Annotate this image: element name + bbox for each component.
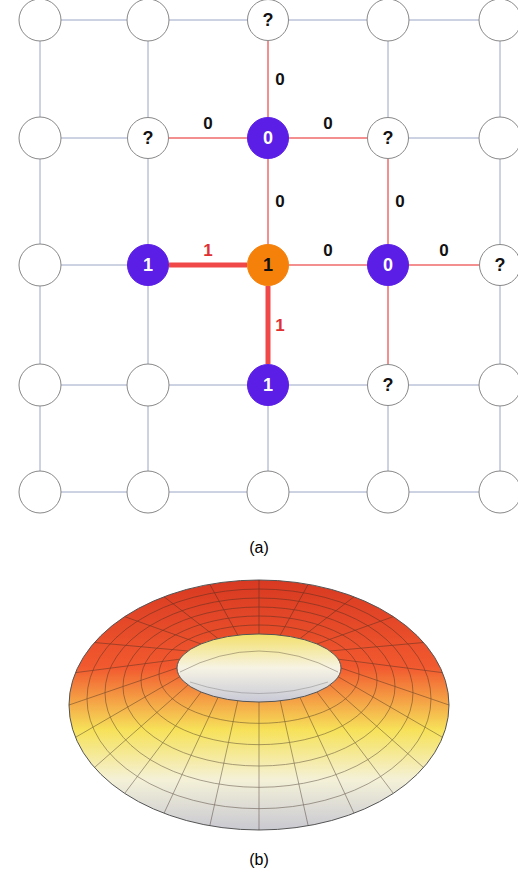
node-value: ? bbox=[495, 256, 506, 274]
node-value: ? bbox=[143, 129, 154, 147]
node-value: ? bbox=[263, 11, 274, 29]
edge-weight: 0 bbox=[321, 114, 334, 133]
subfigure-label: (a) bbox=[249, 540, 269, 556]
grid-edge bbox=[387, 286, 389, 364]
edge-weight: 0 bbox=[393, 192, 406, 211]
edge-weight: 0 bbox=[201, 114, 214, 133]
edge-weight: 1 bbox=[201, 241, 214, 260]
torus bbox=[69, 580, 449, 830]
grid-edge bbox=[169, 137, 247, 139]
unknown-node: ? bbox=[367, 364, 409, 406]
grid-circles bbox=[19, 0, 518, 513]
grid-lines bbox=[40, 20, 500, 492]
value-node: 1 bbox=[247, 364, 289, 406]
edge-weight: 0 bbox=[273, 70, 286, 89]
grid-edge bbox=[267, 41, 269, 117]
subfigure-label: (b) bbox=[249, 852, 269, 868]
value-node: 0 bbox=[367, 244, 409, 286]
grid-edge bbox=[387, 159, 389, 244]
grid-edge bbox=[289, 137, 367, 139]
grid-edge bbox=[169, 263, 247, 268]
value-node: 1 bbox=[127, 244, 169, 286]
grid-edge bbox=[266, 286, 271, 364]
edge-weight: 0 bbox=[321, 241, 334, 260]
value-node: 1 bbox=[247, 244, 289, 286]
grid-edge bbox=[289, 385, 367, 386]
node-value: 1 bbox=[263, 376, 273, 394]
node-value: 0 bbox=[263, 129, 273, 147]
node-value: 1 bbox=[143, 256, 153, 274]
grid-edge bbox=[267, 159, 269, 244]
edge-weight: 0 bbox=[273, 192, 286, 211]
grid-edge bbox=[289, 264, 367, 266]
value-node: 0 bbox=[247, 117, 289, 159]
unknown-node: ? bbox=[367, 117, 409, 159]
edge-weight: 0 bbox=[437, 241, 450, 260]
unknown-node: ? bbox=[479, 244, 518, 286]
unknown-node: ? bbox=[247, 0, 289, 41]
node-value: 0 bbox=[383, 256, 393, 274]
grid-edge bbox=[148, 159, 149, 244]
grid-edge bbox=[409, 264, 479, 266]
node-value: ? bbox=[383, 129, 394, 147]
node-value: 1 bbox=[263, 256, 273, 274]
unknown-node: ? bbox=[127, 117, 169, 159]
node-value: ? bbox=[383, 376, 394, 394]
edge-weight: 1 bbox=[273, 316, 286, 335]
